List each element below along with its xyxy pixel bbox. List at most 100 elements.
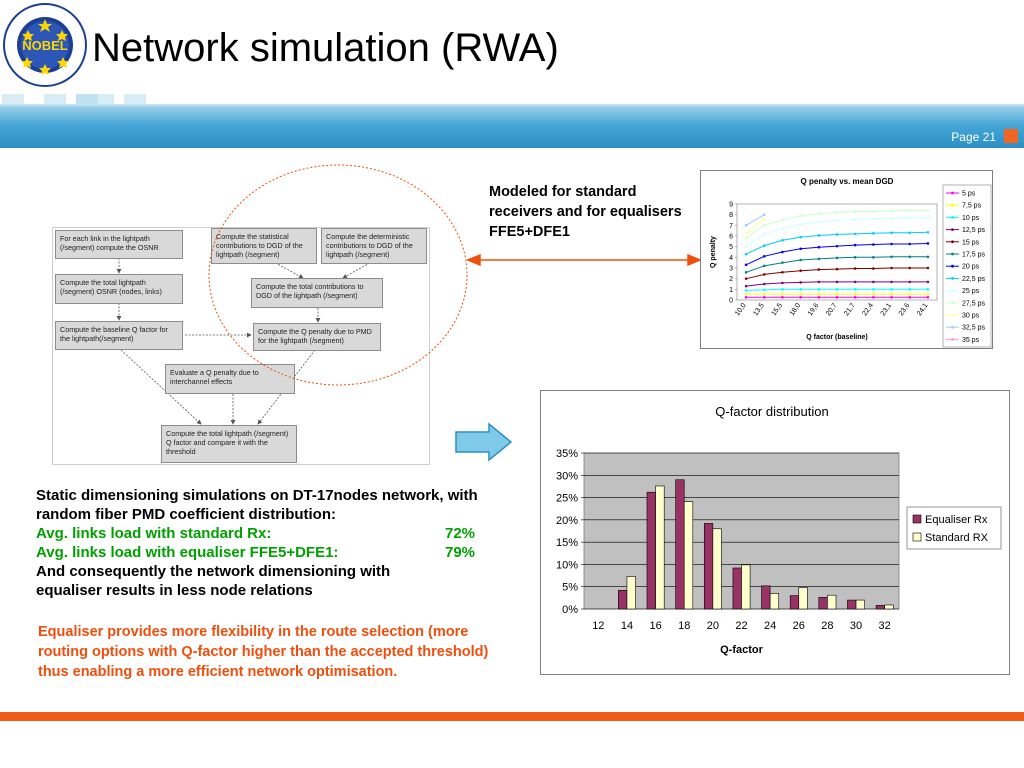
x-tick-label: 20,7: [825, 302, 839, 317]
summary-rx-line: Avg. links load with standard Rx: 72%: [36, 524, 506, 543]
header-band-line: [0, 104, 1024, 107]
data-point: [744, 231, 748, 235]
data-point: [799, 214, 802, 218]
x-tick-label: 18,0: [789, 302, 803, 317]
data-point: [890, 242, 893, 246]
legend-box: [906, 506, 1002, 550]
data-point: [817, 268, 821, 271]
data-point: [781, 292, 784, 296]
series-line: [745, 218, 765, 234]
data-point: [744, 296, 748, 299]
x-tick-label: 12: [592, 620, 604, 632]
legend-marker: [951, 264, 954, 268]
data-point: [853, 292, 857, 296]
legend-marker: [951, 240, 954, 244]
data-point: [835, 256, 839, 260]
data-point: [872, 256, 875, 259]
legend-swatch: [912, 514, 922, 524]
x-tick-label: 10,0: [734, 302, 748, 317]
data-point: [744, 292, 748, 296]
model-callout: Modeled for standard receivers and for e…: [489, 184, 682, 240]
data-point: [744, 236, 748, 240]
nobel-logo: NOBEL: [2, 2, 88, 88]
data-point: [872, 296, 875, 299]
data-point: [853, 288, 857, 291]
x-tick-label: 20: [707, 620, 719, 632]
summary-rx-value: 72%: [445, 525, 476, 542]
legend-label: Equaliser Rx: [925, 514, 988, 526]
data-point: [799, 288, 802, 291]
legend-marker: [951, 216, 954, 219]
algorithm-flowchart: For each link in the lightpath (/segment…: [52, 227, 430, 465]
legend-label: 25 ps: [962, 288, 980, 295]
bar: [847, 599, 857, 610]
summary-conclusion-line: And consequently the network dimensionin…: [36, 563, 391, 599]
page-number: Page 21: [951, 130, 996, 144]
legend-marker: [951, 203, 954, 207]
y-tick-label: 5%: [562, 582, 578, 594]
data-point: [799, 296, 802, 299]
x-tick-label: 32: [879, 620, 891, 632]
data-point: [799, 281, 802, 284]
x-tick-label: 15,5: [771, 302, 785, 317]
data-point: [908, 296, 912, 299]
legend-label: 15 ps: [962, 239, 980, 246]
data-point: [744, 289, 748, 292]
data-point: [853, 232, 857, 236]
data-point: [799, 269, 802, 272]
data-point: [762, 292, 766, 296]
x-axis-label: Q factor (baseline): [806, 334, 867, 341]
data-point: [908, 242, 912, 246]
data-point: [853, 267, 857, 270]
data-point: [817, 288, 821, 291]
legend-label: 5 ps: [962, 191, 976, 198]
y-tick-label: 1: [729, 287, 733, 294]
data-point: [799, 258, 802, 262]
legend-label: 17,5 ps: [962, 252, 985, 259]
double-arrow: [466, 253, 702, 267]
data-point: [781, 270, 784, 274]
bar: [675, 479, 685, 610]
summary-block: Static dimensioning simulations on DT-17…: [36, 486, 506, 600]
flow-step-total-dgd: Compute the total contributions to DGD o…: [251, 278, 383, 308]
data-point: [781, 250, 784, 254]
bar: [646, 491, 656, 610]
x-tick-label: 13,5: [752, 302, 766, 317]
flow-step-osnr: For each link in the lightpath (/segment…: [55, 230, 183, 259]
flow-step-deterministic-dgd: Compute the deterministic contributions …: [321, 228, 427, 264]
data-point: [926, 292, 930, 296]
legend-marker: [951, 277, 954, 280]
flow-step-statistical-dgd: Compute the statistical contributions to…: [211, 228, 317, 264]
data-point: [872, 232, 875, 235]
data-point: [817, 245, 821, 249]
data-point: [817, 280, 821, 284]
data-point: [908, 288, 912, 291]
data-point: [817, 292, 821, 296]
data-point: [890, 288, 893, 291]
data-point: [908, 292, 912, 296]
data-point: [853, 280, 857, 284]
legend-label: 20 ps: [962, 264, 980, 271]
data-point: [744, 252, 748, 256]
y-tick-label: 8: [729, 212, 733, 219]
data-point: [872, 280, 875, 284]
data-point: [835, 267, 839, 271]
x-tick-label: 19,6: [807, 302, 821, 317]
data-point: [926, 242, 930, 245]
data-point: [908, 266, 912, 270]
x-tick-label: 23,6: [898, 302, 912, 317]
data-point: [781, 296, 784, 299]
y-tick-label: 25%: [556, 493, 578, 505]
data-point: [853, 218, 857, 221]
data-point: [762, 288, 766, 292]
conclusion-text: Equaliser provides more flexibility in t…: [38, 624, 489, 680]
flow-step-interchannel: Evaluate a Q penalty due to interchannel…: [165, 364, 295, 394]
legend-marker: [951, 301, 954, 305]
legend-label: 35 ps: [962, 337, 980, 344]
data-point: [908, 231, 912, 235]
data-point: [926, 209, 930, 212]
flow-step-total-q: Compute the total lightpath (/segment) Q…: [161, 425, 297, 463]
data-point: [781, 218, 784, 222]
